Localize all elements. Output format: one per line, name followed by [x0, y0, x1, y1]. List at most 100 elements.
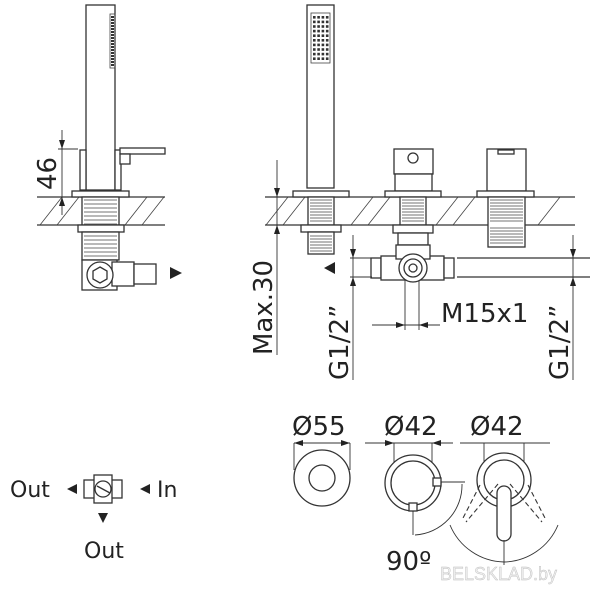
label-d55: Ø55 [292, 412, 346, 442]
nozzle-dot [321, 52, 325, 56]
nozzle-dot [313, 29, 316, 33]
nozzle-dot [111, 22, 114, 24]
nozzle-dot [111, 64, 114, 66]
hatch-line [537, 196, 561, 226]
top-view-diverter: Ø42 90º [365, 412, 465, 577]
top-view-mixer: Ø42 [449, 412, 559, 565]
top-view-d55: Ø55 [292, 412, 351, 507]
hatch-line [367, 196, 391, 226]
nozzle-dot [111, 49, 114, 51]
nozzle-dot [111, 61, 114, 63]
label-d42-diverter: Ø42 [384, 412, 438, 442]
hatch-line [39, 196, 63, 226]
nozzle-dot [325, 57, 329, 60]
nozzle-dot [321, 43, 325, 47]
label-90-degrees: 90º [386, 547, 431, 577]
nozzle-dot [325, 43, 329, 47]
hatch-line [452, 196, 476, 226]
dimension-m15x1: M15x1 [372, 280, 528, 330]
flow-arrow-right-icon [170, 267, 182, 279]
label-g12-right: G1/2” [545, 305, 575, 380]
nozzle-dot [313, 52, 316, 56]
nozzle-dot [111, 46, 114, 48]
hatching [39, 196, 561, 226]
nozzle-dot [111, 19, 114, 21]
flow-arrow-left-icon [324, 262, 335, 274]
nozzle-dot [325, 25, 329, 28]
front-view [111, 4, 590, 283]
nozzle-dot [111, 43, 114, 45]
label-g12-left: G1/2” [325, 305, 355, 380]
nozzle-dot [111, 58, 114, 60]
nozzle-dot [111, 55, 114, 57]
nozzle-dot [321, 34, 325, 37]
nozzle-dot [317, 43, 320, 47]
hatch-line [350, 196, 374, 226]
nozzle-dot [313, 16, 316, 19]
side-view-handshower [71, 4, 182, 291]
nozzle-dot [313, 34, 316, 37]
nozzle-dot [313, 43, 316, 47]
label-max30: Max.30 [249, 260, 279, 355]
nozzle-dot [317, 20, 320, 24]
arrow-left-icon [140, 484, 150, 494]
nozzle-dot [111, 25, 114, 27]
arrow-down-icon [98, 513, 108, 523]
nozzle-dot [321, 25, 325, 28]
nozzle-dot [313, 25, 316, 28]
dimension-max30: Max.30 [249, 160, 280, 355]
nozzle-dot [111, 37, 114, 39]
spray-nozzles [111, 16, 329, 66]
nozzle-dot [321, 39, 325, 42]
hatch-line [282, 196, 306, 226]
nozzle-dot [317, 39, 320, 42]
nozzle-dot [321, 48, 325, 51]
nozzle-dot [325, 52, 329, 56]
nozzle-dot [111, 34, 114, 36]
nozzle-dot [325, 20, 329, 24]
dimension-46: 46 [33, 130, 78, 215]
dimension-g12-left: G1/2” [325, 235, 372, 380]
nozzle-dot [325, 39, 329, 42]
nozzle-dot [317, 25, 320, 28]
nozzle-dot [317, 34, 320, 37]
thread-lines-main [310, 199, 523, 252]
nozzle-dot [313, 20, 316, 24]
hatch-line [141, 196, 165, 226]
label-in: In [157, 478, 177, 503]
nozzle-dot [317, 16, 320, 19]
nozzle-dot [317, 29, 320, 33]
nozzle-dot [321, 57, 325, 60]
nozzle-dot [325, 34, 329, 37]
arrow-left-icon [67, 484, 77, 494]
nozzle-dot [317, 57, 320, 60]
hatch-line [56, 196, 80, 226]
nozzle-dot [313, 48, 316, 51]
nozzle-dot [111, 31, 114, 33]
label-d42-mixer: Ø42 [470, 412, 524, 442]
thread-lines [84, 199, 117, 257]
nozzle-dot [321, 16, 325, 19]
nozzle-dot [111, 52, 114, 54]
watermark: BELSKLAD.by [440, 564, 557, 584]
nozzle-dot [325, 29, 329, 33]
label-out-left: Out [10, 478, 50, 503]
nozzle-dot [111, 16, 114, 18]
dimension-g12-right: G1/2” [545, 235, 576, 380]
nozzle-dot [111, 40, 114, 42]
hatch-line [435, 196, 459, 226]
nozzle-dot [325, 48, 329, 51]
hatch-line [124, 196, 148, 226]
nozzle-dot [111, 28, 114, 30]
nozzle-dot [313, 57, 316, 60]
flow-legend: Out In Out [10, 474, 177, 564]
nozzle-dot [317, 48, 320, 51]
label-46: 46 [33, 157, 63, 190]
label-out-bottom: Out [84, 539, 124, 564]
nozzle-dot [321, 20, 325, 24]
nozzle-dot [313, 39, 316, 42]
label-m15x1: M15x1 [441, 299, 528, 329]
nozzle-dot [317, 52, 320, 56]
